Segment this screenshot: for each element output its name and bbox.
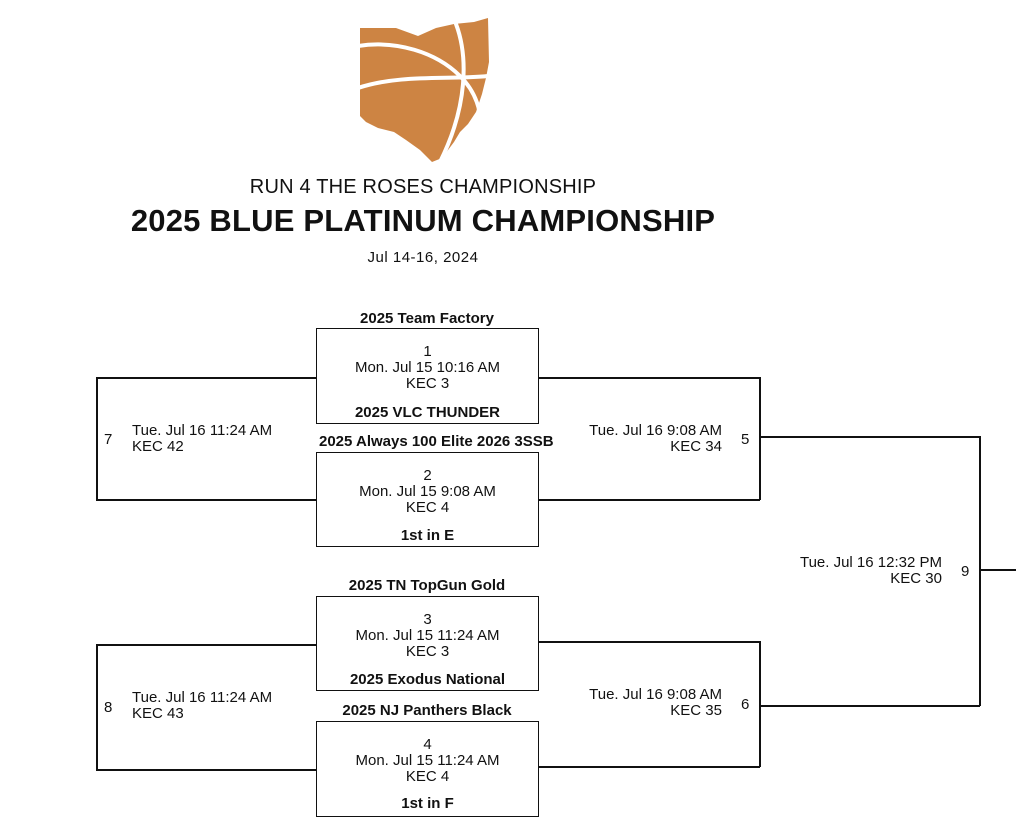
game-time: Tue. Jul 16 11:24 AM [132, 422, 273, 439]
bracket-line [96, 377, 317, 379]
game-box-3[interactable] [316, 596, 539, 691]
game-7-info: Tue. Jul 16 11:24 AM KEC 42 [132, 423, 272, 455]
team-label: 2025 Exodus National [349, 671, 506, 688]
game-court: KEC 4 [405, 768, 450, 785]
game-number: 1 [423, 343, 432, 360]
game-time: Tue. Jul 16 12:32 PM [799, 554, 942, 571]
game-1-info: 1 Mon. Jul 15 10:16 AM KEC 3 [316, 344, 539, 392]
game-3-info: 3 Mon. Jul 15 11:24 AM KEC 3 [316, 612, 539, 660]
game-time: Tue. Jul 16 11:24 AM [132, 689, 273, 706]
bracket-line [538, 766, 760, 768]
bracket-line [96, 644, 98, 770]
game-court: KEC 43 [132, 705, 184, 722]
game-time: Mon. Jul 15 9:08 AM [359, 483, 496, 500]
game-number-9: 9 [961, 563, 970, 580]
bracket-line [96, 499, 317, 501]
team-label: 2025 Team Factory [360, 310, 494, 327]
game-2-info: 2 Mon. Jul 15 9:08 AM KEC 4 [316, 468, 539, 516]
game-number: 2 [423, 467, 432, 484]
event-subtitle: RUN 4 THE ROSES CHAMPIONSHIP [249, 176, 597, 198]
ohio-basketball-logo [356, 18, 490, 164]
team-label: 2025 Always 100 Elite 2026 3SSB [319, 433, 554, 450]
game-number-6: 6 [741, 696, 750, 713]
game-8-info: Tue. Jul 16 11:24 AM KEC 43 [132, 690, 272, 722]
team-label: 1st in E [400, 527, 455, 544]
bracket-line [538, 499, 760, 501]
game-4-info: 4 Mon. Jul 15 11:24 AM KEC 4 [316, 737, 539, 785]
game-time: Tue. Jul 16 9:08 AM [589, 422, 722, 439]
team-label: 2025 VLC THUNDER [354, 404, 501, 421]
bracket-line [96, 769, 317, 771]
game-9-info: Tue. Jul 16 12:32 PM KEC 30 [770, 555, 942, 587]
game-number: 3 [423, 611, 432, 628]
team-label: 2025 NJ Panthers Black [342, 702, 512, 719]
bracket-line [759, 377, 761, 500]
team-label: 1st in F [401, 795, 454, 812]
game-number-5: 5 [741, 431, 750, 448]
game-court: KEC 30 [890, 570, 942, 587]
game-court: KEC 3 [405, 643, 450, 660]
bracket-line [538, 377, 760, 379]
bracket-line [760, 436, 980, 438]
ball-seam [356, 74, 490, 90]
game-time: Tue. Jul 16 9:08 AM [589, 686, 722, 703]
team-label: 2025 TN TopGun Gold [348, 577, 506, 594]
bracket-line [979, 436, 981, 706]
game-time: Mon. Jul 15 11:24 AM [355, 627, 500, 644]
event-dates: Jul 14-16, 2024 [367, 249, 479, 266]
game-time: Mon. Jul 15 10:16 AM [354, 359, 501, 376]
game-5-info: Tue. Jul 16 9:08 AM KEC 34 [560, 423, 722, 455]
game-court: KEC 35 [670, 702, 722, 719]
bracket-line [760, 705, 980, 707]
ball-seam [356, 42, 483, 130]
game-court: KEC 34 [670, 438, 722, 455]
game-number-7: 7 [104, 431, 113, 448]
bracket-line [538, 641, 760, 643]
bracket-line [96, 644, 317, 646]
ohio-shape [360, 18, 489, 162]
game-court: KEC 4 [405, 499, 450, 516]
bracket-line [979, 569, 1016, 571]
bracket-line [759, 641, 761, 767]
game-number-8: 8 [104, 699, 113, 716]
bracket-line [96, 377, 98, 500]
game-time: Mon. Jul 15 11:24 AM [355, 752, 500, 769]
game-number: 4 [423, 736, 432, 753]
game-court: KEC 3 [405, 375, 450, 392]
game-6-info: Tue. Jul 16 9:08 AM KEC 35 [560, 687, 722, 719]
page-title: 2025 BLUE PLATINUM CHAMPIONSHIP [130, 203, 716, 238]
ball-seam [438, 22, 466, 164]
game-box-1[interactable] [316, 328, 539, 424]
game-court: KEC 42 [132, 438, 184, 455]
